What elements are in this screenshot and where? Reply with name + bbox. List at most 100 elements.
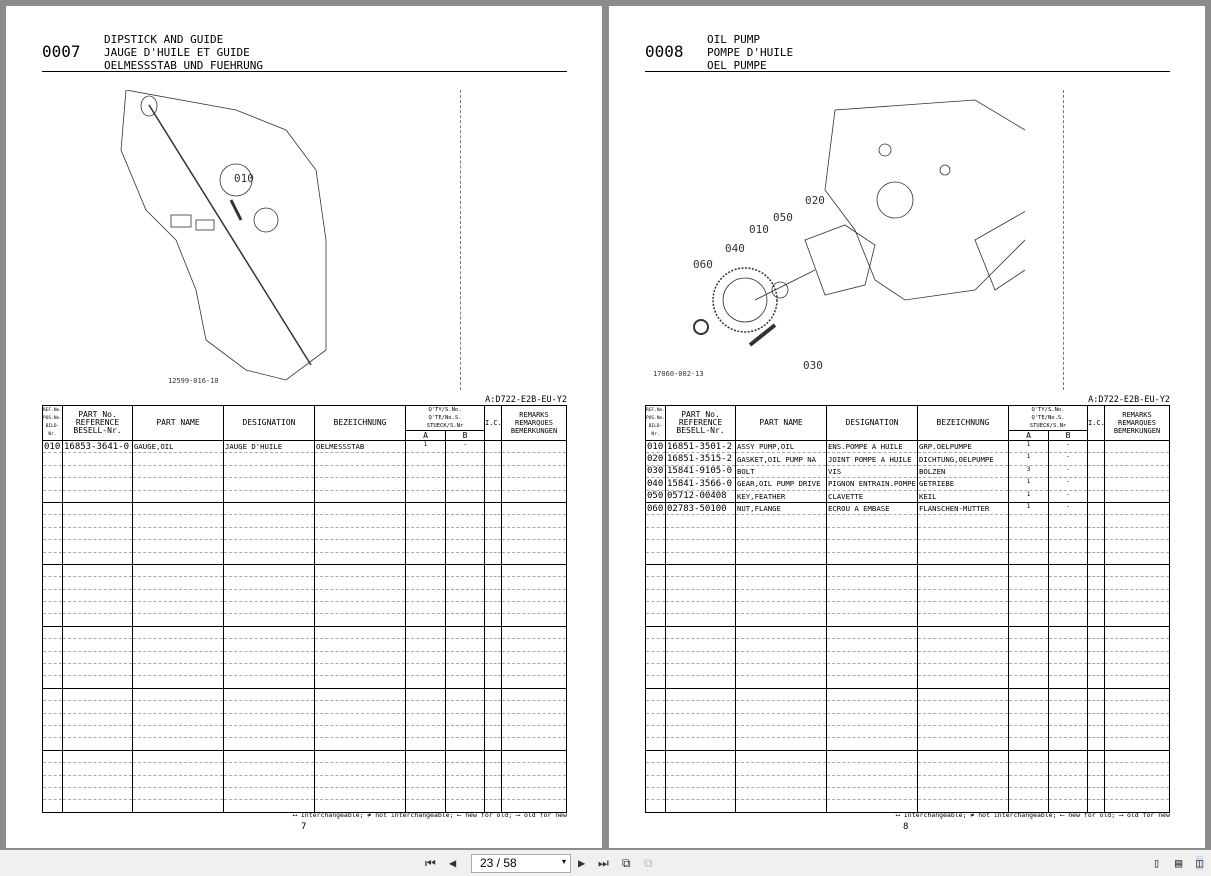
empty-cell xyxy=(917,675,1009,689)
two-page-icon[interactable]: ◫ xyxy=(1196,856,1204,870)
empty-cell xyxy=(665,589,736,603)
table-row xyxy=(42,663,567,677)
qty-a: 1 xyxy=(405,440,446,454)
qty-b: - xyxy=(1048,477,1088,491)
empty-cell xyxy=(484,514,502,528)
table-row xyxy=(42,477,567,491)
empty-cell xyxy=(917,613,1009,627)
empty-cell xyxy=(223,527,315,541)
empty-cell xyxy=(1048,675,1088,689)
single-page-icon[interactable]: ▯ xyxy=(1153,856,1161,870)
partname-header: PART NAME xyxy=(735,405,827,441)
empty-cell xyxy=(917,638,1009,652)
next-page-icon[interactable]: ▶ xyxy=(578,856,586,870)
empty-cell xyxy=(132,638,224,652)
rotate-icon[interactable]: ⧉ xyxy=(622,856,631,870)
empty-cell xyxy=(826,626,918,640)
table-row xyxy=(42,490,567,503)
empty-cell xyxy=(62,539,133,553)
header-line: BEMERKUNGEN xyxy=(510,427,558,435)
first-page-icon[interactable]: ⏮ xyxy=(425,856,436,870)
empty-cell xyxy=(62,552,133,565)
empty-cell xyxy=(917,663,1009,677)
empty-cell xyxy=(223,552,315,565)
empty-cell xyxy=(223,465,315,479)
callout-label: 010 xyxy=(234,172,254,185)
empty-cell xyxy=(314,601,406,615)
empty-cell xyxy=(1008,626,1049,640)
empty-cell xyxy=(314,490,406,503)
empty-cell xyxy=(405,490,446,503)
continuous-icon[interactable]: ▤ xyxy=(1175,856,1183,870)
page-number: 7 xyxy=(301,822,307,832)
prev-page-icon[interactable]: ◀ xyxy=(449,856,457,870)
empty-cell xyxy=(665,750,736,764)
table-row xyxy=(42,725,567,739)
empty-cell xyxy=(314,626,406,640)
image-code: 17060-002-13 xyxy=(653,370,704,378)
empty-cell xyxy=(1087,737,1105,751)
empty-cell xyxy=(501,452,567,466)
empty-cell xyxy=(484,750,502,764)
empty-cell xyxy=(1104,663,1170,677)
empty-cell xyxy=(405,576,446,590)
empty-cell xyxy=(645,663,666,677)
header-line: Q'TE/No.S. xyxy=(428,415,462,421)
empty-cell xyxy=(62,762,133,776)
empty-cell xyxy=(645,775,666,788)
section-title: OEL PUMPE xyxy=(707,59,767,72)
table-row xyxy=(42,713,567,727)
table-row xyxy=(645,787,1170,801)
empty-cell xyxy=(484,552,502,565)
empty-cell xyxy=(62,775,133,788)
empty-cell xyxy=(1104,589,1170,603)
empty-cell xyxy=(62,663,133,677)
empty-cell xyxy=(314,576,406,590)
empty-cell xyxy=(132,514,224,528)
empty-cell xyxy=(223,576,315,590)
empty-cell xyxy=(1087,527,1105,541)
empty-cell xyxy=(1008,762,1049,776)
model-code: A:D722-E2B-EU-Y2 xyxy=(485,395,567,405)
header-line: BESELL-Nr. xyxy=(73,426,122,435)
last-page-icon[interactable]: ⏭ xyxy=(598,856,609,870)
table-row xyxy=(42,688,567,702)
section-title: OIL PUMP xyxy=(707,33,760,46)
empty-cell xyxy=(484,589,502,603)
empty-cell xyxy=(1008,564,1049,578)
empty-cell xyxy=(132,452,224,466)
illustration-border xyxy=(1063,90,1064,390)
empty-cell xyxy=(223,737,315,751)
empty-cell xyxy=(1008,601,1049,615)
empty-cell xyxy=(62,626,133,640)
empty-cell xyxy=(223,539,315,553)
empty-cell xyxy=(223,675,315,689)
empty-cell xyxy=(1104,799,1170,813)
empty-cell xyxy=(826,514,918,528)
page-selector[interactable]: 23 / 58▾ xyxy=(471,854,571,873)
empty-cell xyxy=(1104,613,1170,627)
empty-cell xyxy=(826,527,918,541)
model-code: A:D722-E2B-EU-Y2 xyxy=(1088,395,1170,405)
empty-cell xyxy=(917,700,1009,714)
part-name: GEAR,OIL PUMP DRIVE xyxy=(735,477,827,491)
empty-cell xyxy=(405,626,446,640)
qty-a: 1 xyxy=(1008,490,1049,503)
empty-cell xyxy=(223,775,315,788)
designation: JOINT POMPE A HUILE xyxy=(826,452,918,466)
empty-cell xyxy=(1008,589,1049,603)
empty-cell xyxy=(132,601,224,615)
empty-cell xyxy=(826,787,918,801)
empty-cell xyxy=(132,787,224,801)
dropdown-icon[interactable]: ▾ xyxy=(561,857,566,866)
empty-cell xyxy=(445,725,485,739)
empty-cell xyxy=(42,539,63,553)
empty-cell xyxy=(314,452,406,466)
table-row xyxy=(42,700,567,714)
copy-icon[interactable]: ⧉ xyxy=(644,856,653,870)
bezeichnung: BOLZEN xyxy=(917,465,1009,479)
empty-cell xyxy=(42,490,63,503)
